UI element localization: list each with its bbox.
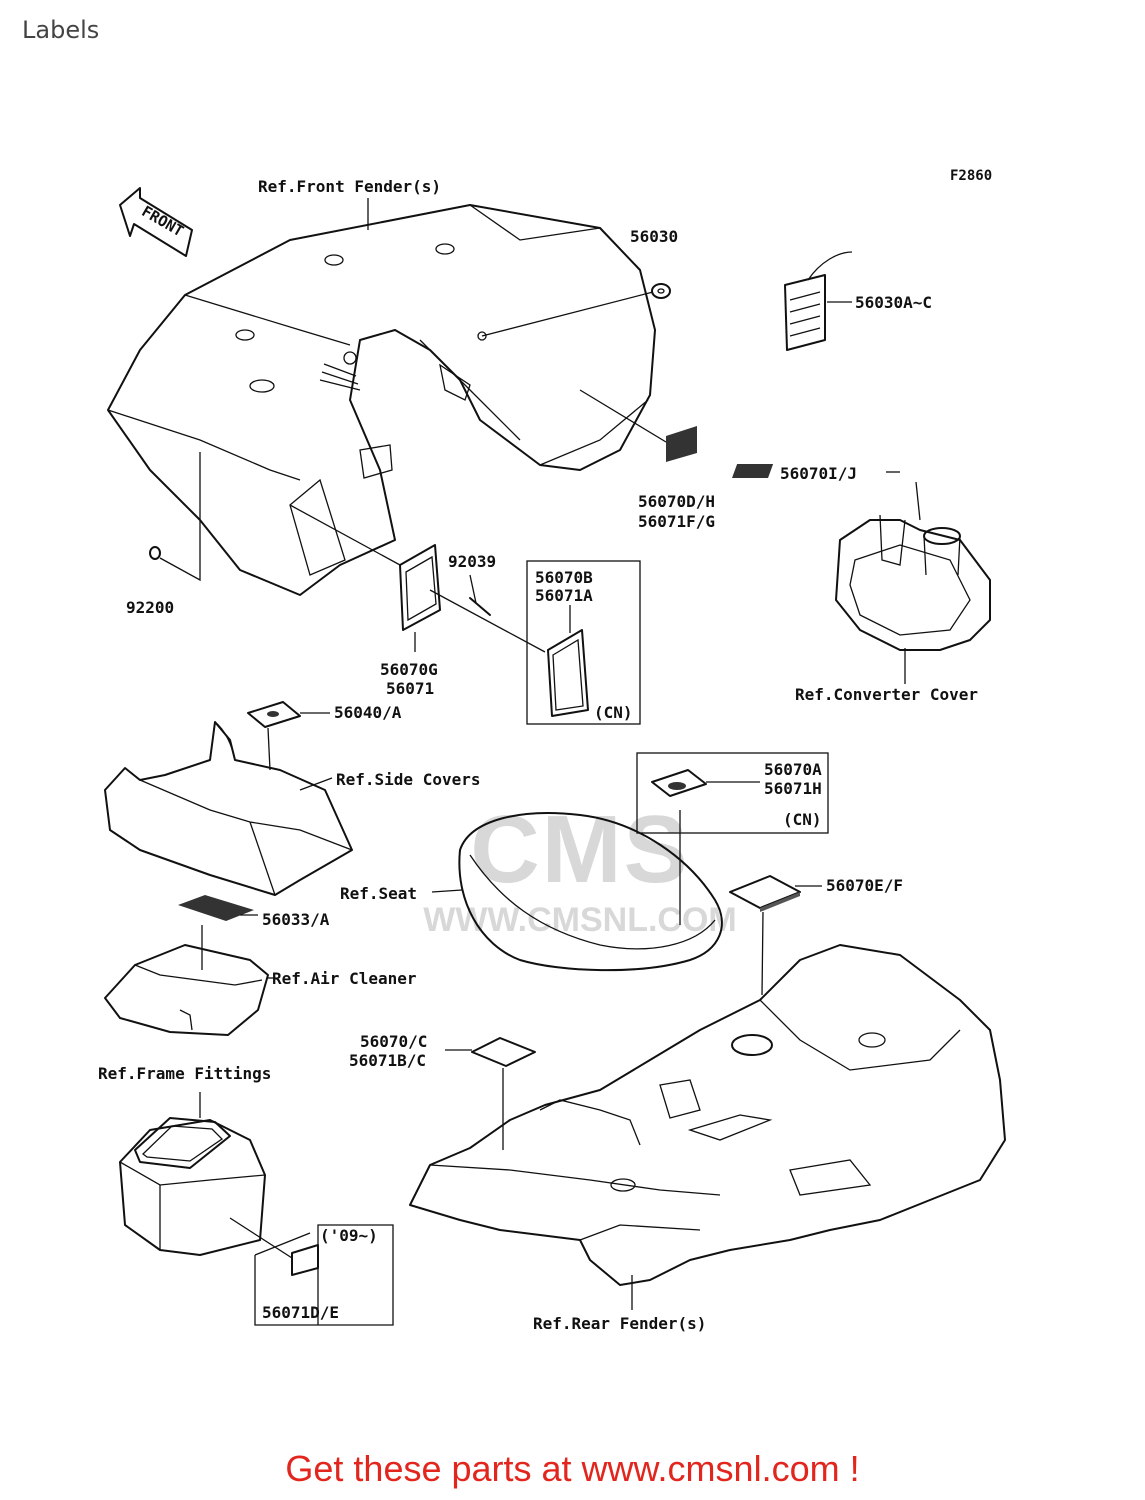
- label-56070g-icon: [289, 504, 546, 653]
- label-year-09: ('09~): [320, 1226, 378, 1245]
- side-covers-drawing: [104, 721, 353, 896]
- rear-fender-drawing: [409, 944, 1006, 1286]
- label-56071d: 56071D/E: [262, 1303, 340, 1322]
- label-56030: 56030: [630, 227, 679, 246]
- label-56070a-icon: [651, 769, 760, 797]
- label-ref-front-fender: Ref.Front Fender(s): [258, 177, 442, 196]
- label-56040: 56040/A: [334, 703, 402, 722]
- frame-fittings-drawing: [119, 1117, 266, 1256]
- label-56070b-icon: [547, 605, 589, 717]
- air-cleaner-drawing: [104, 944, 269, 1036]
- grommet-56030-icon: [477, 283, 671, 341]
- page-title: Labels: [22, 16, 100, 44]
- label-cn-1: (CN): [594, 703, 633, 722]
- label-cn-2: (CN): [783, 810, 822, 829]
- label-56070g: 56070G: [380, 660, 438, 679]
- rivet-92039-icon: [469, 574, 491, 616]
- label-56033: 56033/A: [262, 910, 330, 929]
- label-56071h: 56071H: [764, 779, 822, 798]
- front-arrow-text: FRONT: [139, 202, 187, 240]
- clip-92200-icon: [149, 546, 161, 560]
- label-56071: 56071: [386, 679, 435, 698]
- hang-tag-icon: [784, 251, 853, 351]
- label-92200: 92200: [126, 598, 175, 617]
- footer-link[interactable]: Get these parts at www.cmsnl.com !: [285, 1448, 860, 1489]
- label-56071d-icon: [291, 1244, 319, 1276]
- seat-drawing: [458, 812, 723, 972]
- label-56070d: 56070D/H: [638, 492, 716, 511]
- watermark-url: WWW.CMSNL.COM: [423, 901, 737, 939]
- label-ref-seat: Ref.Seat: [340, 884, 418, 903]
- label-ref-frame-fittings: Ref.Frame Fittings: [98, 1064, 272, 1083]
- label-56033-icon: [178, 895, 254, 921]
- label-56070e: 56070E/F: [826, 876, 904, 895]
- label-56070i-icon: [732, 464, 774, 478]
- label-92039: 92039: [448, 552, 497, 571]
- cn-box-1: [526, 560, 641, 725]
- label-56070c-icon: [471, 1037, 536, 1067]
- label-ref-rear-fender: Ref.Rear Fender(s): [533, 1314, 707, 1333]
- watermark: CMS WWW.CMSNL.COM: [370, 800, 790, 940]
- front-arrow-icon: FRONT: [119, 187, 193, 257]
- label-56070d-icon: [579, 389, 697, 462]
- label-ref-side-covers: Ref.Side Covers: [336, 770, 481, 789]
- label-56071a: 56071A: [535, 586, 593, 605]
- cn-box-2: [636, 752, 829, 834]
- label-56071f: 56071F/G: [638, 512, 716, 531]
- label-56070c: 56070/C: [360, 1032, 428, 1051]
- label-56040-icon: [247, 701, 301, 728]
- label-ref-air-cleaner: Ref.Air Cleaner: [272, 969, 417, 988]
- year-bracket: [254, 1224, 394, 1326]
- converter-cover-drawing: [835, 514, 991, 651]
- label-56071b: 56071B/C: [349, 1051, 427, 1070]
- code-label: F2860: [950, 168, 993, 184]
- label-56070b: 56070B: [535, 568, 593, 587]
- label-56070a: 56070A: [764, 760, 822, 779]
- label-ref-converter-cover: Ref.Converter Cover: [795, 685, 979, 704]
- label-56030a: 56030A~C: [855, 293, 933, 312]
- label-56070i: 56070I/J: [780, 464, 858, 483]
- front-fender-drawing: [107, 204, 656, 596]
- label-56070e-icon: [729, 875, 822, 996]
- watermark-logo: CMS: [470, 796, 690, 903]
